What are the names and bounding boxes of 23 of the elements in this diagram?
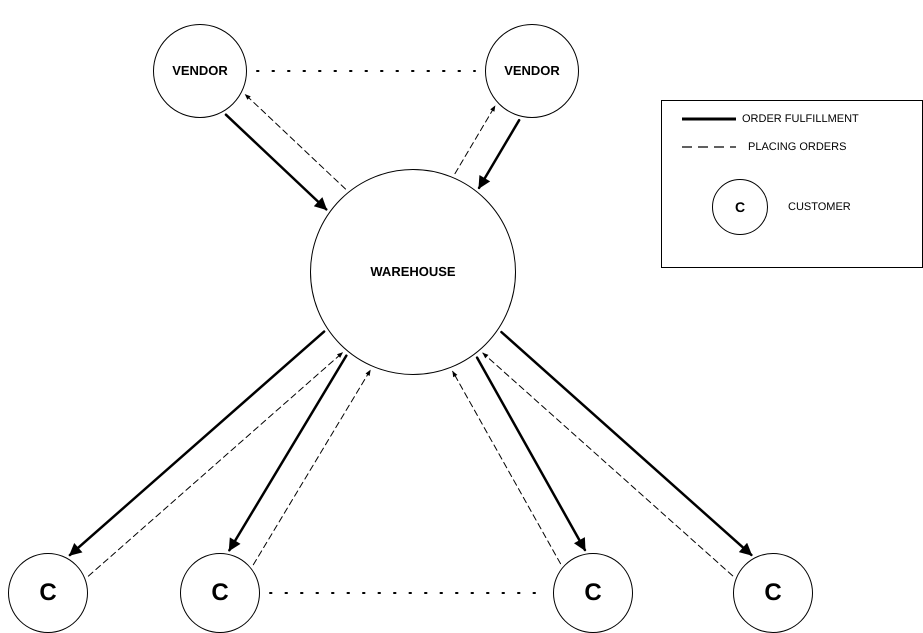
node-label: C [211, 581, 229, 605]
legend-symbol: C [734, 198, 746, 216]
arrow [224, 113, 328, 211]
arrow [478, 118, 520, 190]
arrow [228, 354, 348, 552]
legend-text: PLACING ORDERS [748, 140, 846, 155]
legend-text: CUSTOMER [788, 200, 851, 215]
arrow [482, 352, 734, 576]
node-label: C [584, 581, 602, 605]
arrow [452, 370, 561, 564]
arrow [454, 105, 496, 174]
arrow [68, 330, 326, 556]
arrow [500, 330, 753, 556]
arrow [88, 352, 344, 577]
legend-text: ORDER FULFILLMENT [742, 112, 859, 127]
arrow [252, 370, 371, 566]
node-label: VENDOR [172, 62, 228, 80]
node-label: C [39, 581, 57, 605]
arrow [244, 94, 346, 190]
arrow [476, 356, 586, 552]
node-label: WAREHOUSE [370, 263, 456, 282]
node-label: VENDOR [504, 62, 560, 80]
node-label: C [764, 581, 782, 605]
